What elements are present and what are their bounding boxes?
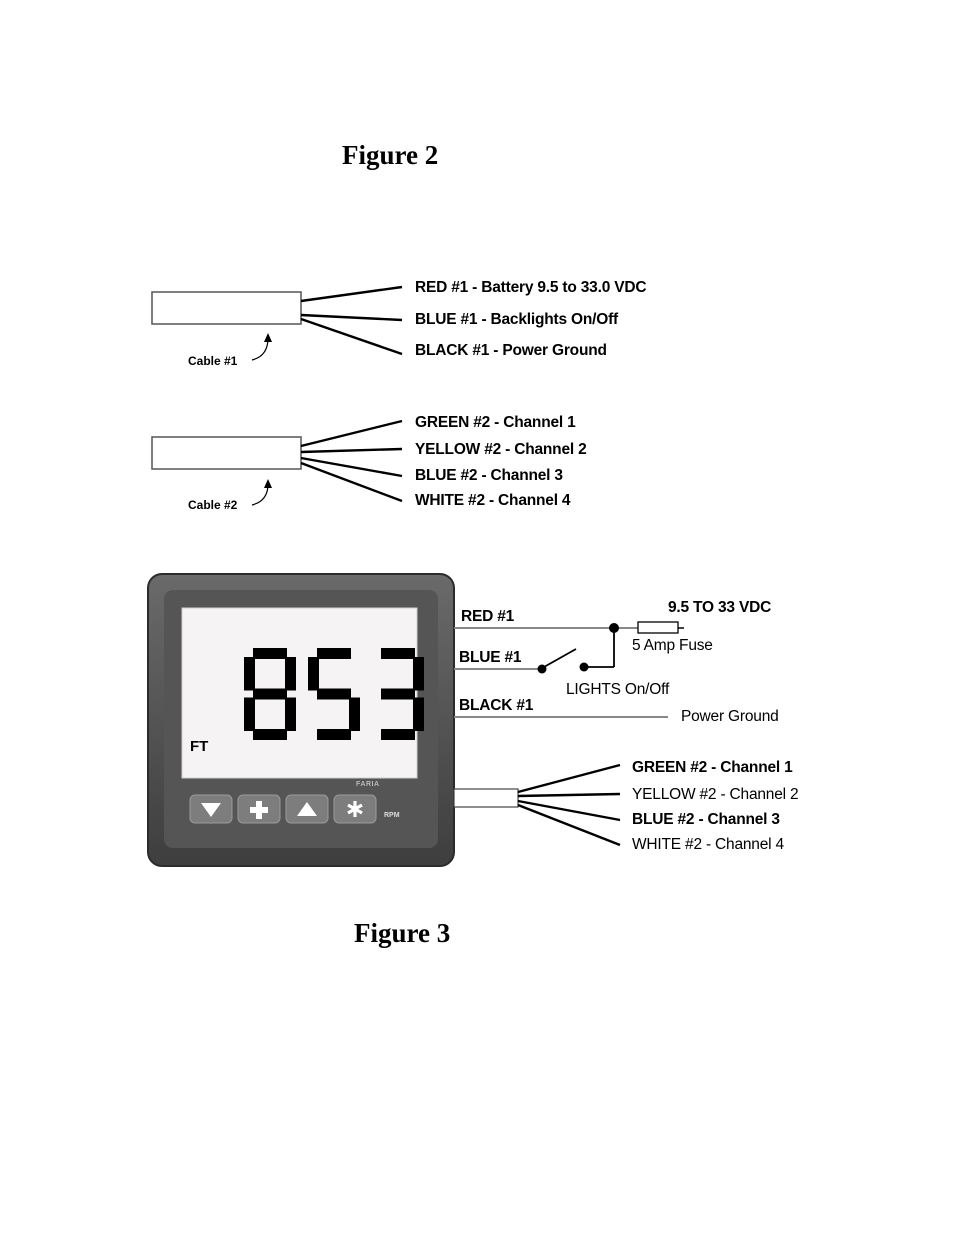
lcd-digit bbox=[381, 648, 424, 740]
lcd-segment bbox=[381, 688, 415, 700]
lcd-segment bbox=[413, 697, 424, 731]
lcd-segment bbox=[381, 729, 415, 740]
cable-1-black-label: BLACK #1 - Power Ground bbox=[415, 342, 607, 359]
gauge-buttons bbox=[189, 794, 377, 824]
lights-switch-label: LIGHTS On/Off bbox=[566, 681, 670, 698]
black-wire-label: BLACK #1 bbox=[459, 697, 534, 714]
channel-2-label: YELLOW #2 - Channel 2 bbox=[632, 786, 799, 803]
cable-1-red-label: RED #1 - Battery 9.5 to 33.0 VDC bbox=[415, 279, 647, 296]
unit-label: FT bbox=[190, 738, 209, 755]
plus-icon bbox=[250, 801, 268, 819]
switch-terminal-left bbox=[537, 664, 547, 674]
red-wire-label: RED #1 bbox=[461, 608, 515, 625]
lcd-digit bbox=[244, 648, 296, 740]
model-label: RPM bbox=[384, 812, 400, 819]
cable-2-white-label: WHITE #2 - Channel 4 bbox=[415, 492, 571, 509]
cable-1-label: Cable #1 bbox=[188, 354, 238, 368]
power-wires bbox=[454, 627, 668, 718]
cable-2-arrowhead bbox=[264, 479, 272, 488]
cable-2-label: Cable #2 bbox=[188, 498, 238, 512]
lcd-segment bbox=[253, 648, 287, 659]
cable-2-wires bbox=[300, 419, 403, 503]
fuse-label: 5 Amp Fuse bbox=[632, 637, 713, 654]
lcd-segment bbox=[349, 697, 360, 731]
lcd-segment bbox=[381, 648, 415, 659]
lcd-segment bbox=[317, 648, 351, 659]
cable-1-jacket bbox=[151, 291, 302, 325]
lcd-segment bbox=[244, 697, 255, 731]
cable-1-wires bbox=[300, 285, 403, 356]
channel-4-label: WHITE #2 - Channel 4 bbox=[632, 836, 784, 853]
switch-circuit bbox=[543, 628, 615, 668]
lcd-digit bbox=[308, 648, 360, 740]
fuse-symbol bbox=[637, 621, 679, 634]
lcd-segment bbox=[244, 657, 255, 691]
cable-2-jacket bbox=[151, 436, 302, 470]
lcd-segment bbox=[413, 657, 424, 691]
lcd-screen bbox=[181, 607, 418, 779]
lcd-segment bbox=[253, 688, 287, 700]
switch-terminal-right bbox=[579, 662, 589, 672]
lcd-segment bbox=[317, 729, 351, 740]
figure-2-caption: Figure 2 bbox=[342, 140, 439, 170]
down-arrow-icon bbox=[201, 803, 221, 817]
channel-3-label: BLUE #2 - Channel 3 bbox=[632, 811, 780, 828]
lcd-segment bbox=[285, 657, 296, 691]
power-ground-label: Power Ground bbox=[681, 708, 779, 725]
lcd-digits bbox=[244, 648, 424, 740]
cable-2-blue-label: BLUE #2 - Channel 3 bbox=[415, 467, 563, 484]
blue-wire-label: BLUE #1 bbox=[459, 649, 522, 666]
up-arrow-icon bbox=[297, 802, 317, 816]
asterisk-icon bbox=[347, 801, 363, 817]
gauge-channel-wires bbox=[517, 763, 621, 847]
cable-2-yellow-label: YELLOW #2 - Channel 2 bbox=[415, 441, 587, 458]
junction-dot bbox=[609, 623, 619, 633]
lcd-segment bbox=[308, 657, 319, 691]
lcd-segment bbox=[253, 729, 287, 740]
cable-1-arrowhead bbox=[264, 333, 272, 342]
lcd-segment bbox=[285, 697, 296, 731]
gauge-cable-stub bbox=[453, 788, 519, 808]
lcd-segment bbox=[317, 688, 351, 700]
brand-label: FARIA bbox=[356, 781, 380, 788]
cable-1-blue-label: BLUE #1 - Backlights On/Off bbox=[415, 311, 619, 328]
channel-1-label: GREEN #2 - Channel 1 bbox=[632, 759, 793, 776]
figure-3-caption: Figure 3 bbox=[354, 918, 451, 948]
cable-2-green-label: GREEN #2 - Channel 1 bbox=[415, 414, 576, 431]
supply-voltage-label: 9.5 TO 33 VDC bbox=[668, 599, 772, 616]
